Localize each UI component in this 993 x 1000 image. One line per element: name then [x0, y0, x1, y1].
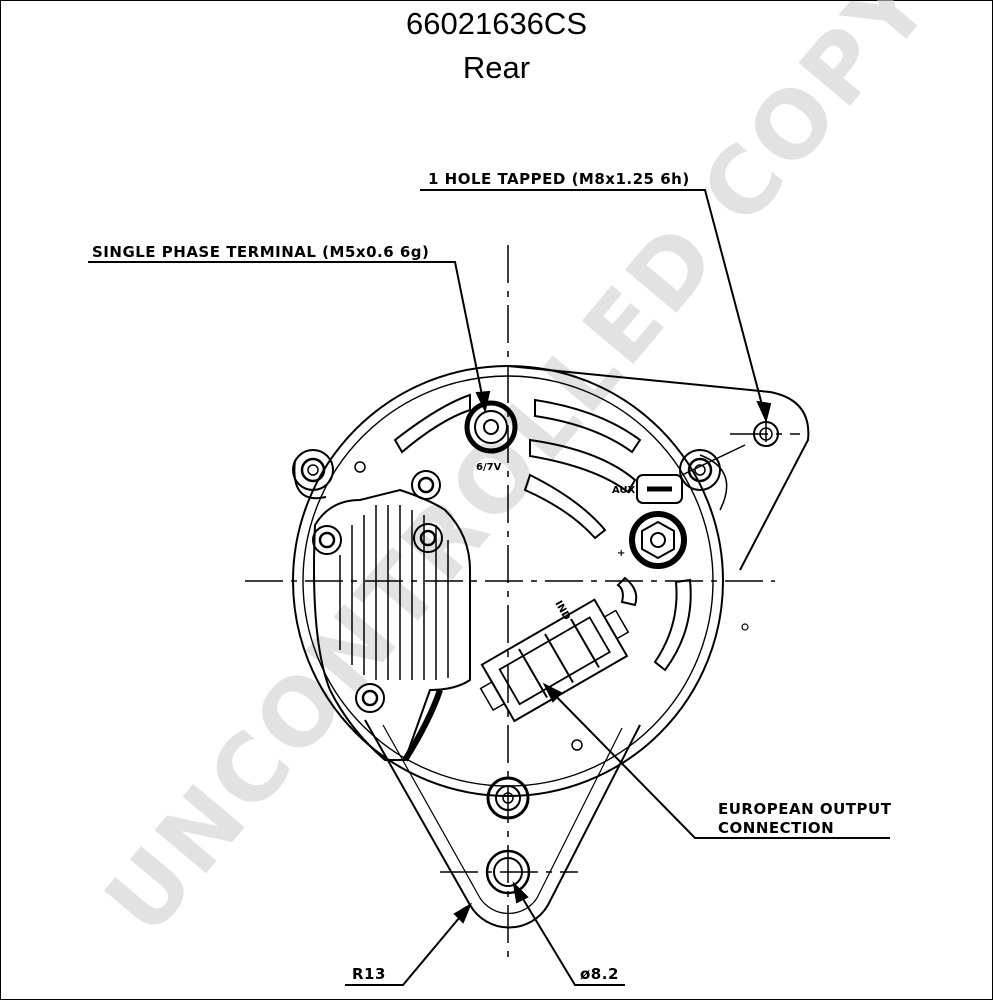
housing-outer	[292, 365, 724, 797]
vent-slots	[393, 393, 692, 672]
voltage-label: 6/7V	[476, 462, 502, 473]
leader-single-phase	[88, 261, 491, 414]
aux-connector	[636, 444, 746, 504]
lower-boss	[486, 776, 530, 820]
view-label: Rear	[462, 50, 531, 85]
output-stud	[629, 511, 687, 569]
hole-tapped-label: 1 HOLE TAPPED (M8x1.25 6h)	[428, 170, 690, 188]
european-output-label-1: EUROPEAN OUTPUT	[718, 800, 892, 818]
leader-european-output	[542, 682, 890, 839]
regulator	[312, 470, 471, 762]
european-output-label-2: CONNECTION	[718, 819, 834, 837]
upper-bracket	[507, 365, 810, 571]
leader-diameter	[512, 881, 625, 986]
ind-label: IND	[552, 599, 572, 622]
european-output-connector	[479, 598, 630, 723]
single-phase-label: SINGLE PHASE TERMINAL (M5x0.6 6g)	[92, 243, 429, 261]
diameter-label: ø8.2	[580, 965, 619, 983]
leader-radius	[345, 902, 473, 986]
mounting-hole	[485, 849, 531, 895]
single-phase-terminal	[464, 400, 518, 454]
leader-hole-tapped	[420, 189, 772, 424]
part-number: 66021636CS	[406, 6, 587, 41]
radius-label: R13	[352, 965, 386, 983]
plus-label: +	[617, 548, 625, 559]
aux-label: AUX	[612, 485, 636, 496]
mounting-foot	[364, 719, 641, 929]
